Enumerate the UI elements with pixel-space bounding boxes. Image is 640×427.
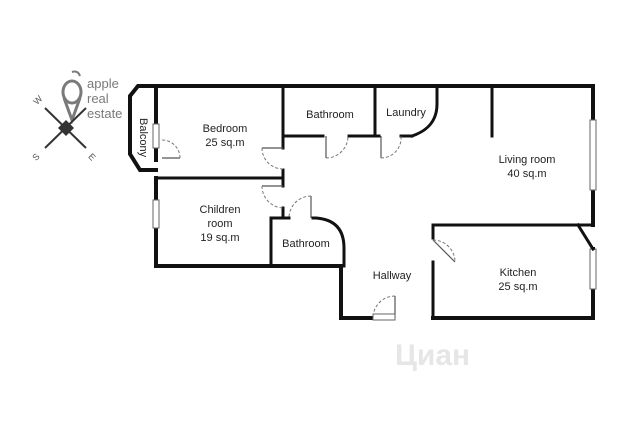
living-room-label: Living room [499,154,556,166]
logo-line-3: estate [87,106,122,121]
window-living [589,119,597,191]
compass-south-label: S [30,151,41,162]
hallway-label: Hallway [373,270,412,282]
doors [161,135,456,321]
window-kitchen [589,248,597,290]
compass-east-label: E [86,151,97,162]
kitchen-area: 25 sq.m [498,281,537,293]
window-bedroom [152,123,160,149]
living-room-area: 40 sq.m [507,168,546,180]
logo-line-2: real [87,91,109,106]
apple-real-estate-logo: apple real estate [61,70,122,125]
compass-icon: W S E [30,93,97,162]
interior-walls [156,86,596,320]
window-children [152,199,160,229]
cian-watermark: Циан [395,339,470,372]
room-labels: Balcony Bedroom 25 sq.m Bathroom Laundry… [137,107,555,293]
windows [152,119,597,290]
balcony-label: Balcony [137,118,149,158]
pin-icon [61,70,83,125]
laundry-label: Laundry [386,107,426,119]
children-room-area: 19 sq.m [200,232,239,244]
kitchen-label: Kitchen [500,267,537,279]
bathroom-top-label: Bathroom [306,109,354,121]
logo-line-1: apple [87,76,119,91]
bedroom-label: Bedroom [203,123,248,135]
children-room-label-2: room [207,218,232,230]
bathroom-small-label: Bathroom [282,238,330,250]
children-room-label-1: Children [200,204,241,216]
bedroom-area: 25 sq.m [205,137,244,149]
compass-west-label: W [31,93,44,106]
